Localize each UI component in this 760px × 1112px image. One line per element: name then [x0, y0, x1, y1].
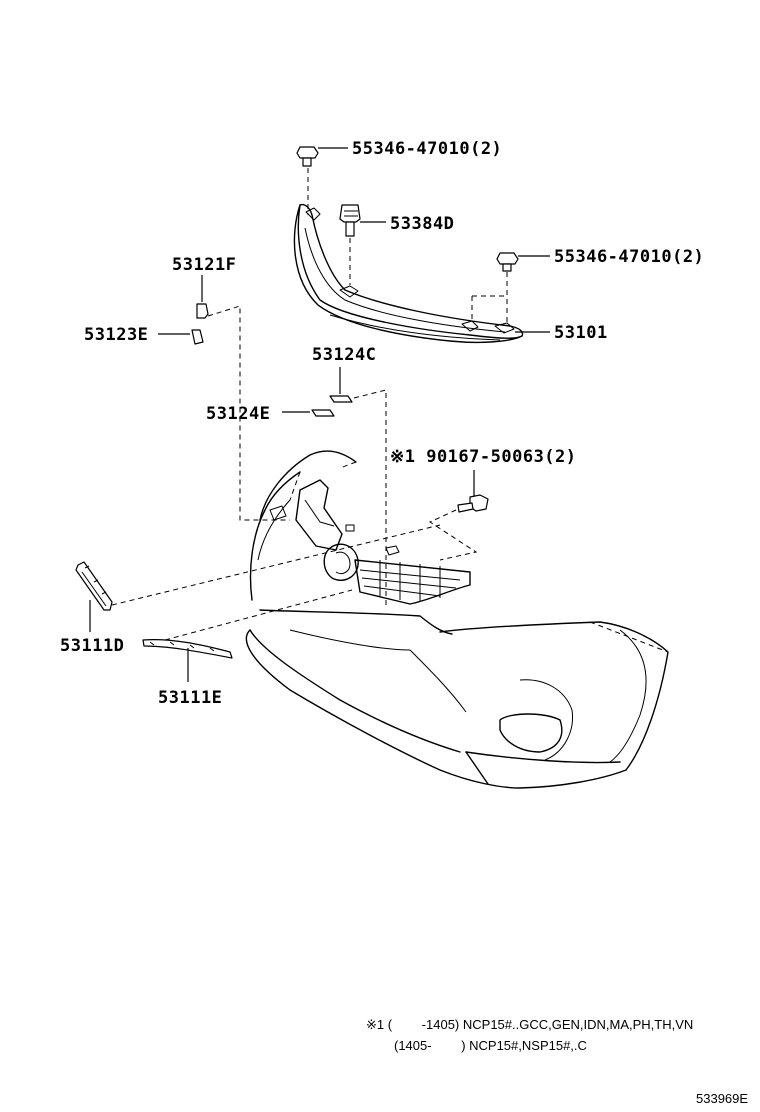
part-label-55346-47010-top: 55346-47010(2)	[352, 139, 502, 159]
diagram-reference: 533969E	[696, 1091, 748, 1106]
applicability-note-1: ※1 ( -1405) NCP15#..GCC,GEN,IDN,MA,PH,TH…	[366, 1017, 693, 1032]
clip-icon	[496, 252, 519, 272]
part-label-53123E: 53123E	[84, 325, 148, 345]
part-label-53121F: 53121F	[172, 255, 236, 275]
part-label-53111E: 53111E	[158, 688, 222, 708]
front-bumper-cover	[245, 450, 669, 789]
upper-molding-53101	[293, 203, 524, 344]
bracket-icon	[191, 303, 209, 345]
part-label-55346-47010-right: 55346-47010(2)	[554, 247, 704, 267]
clip-icon	[296, 146, 319, 167]
part-label-53101: 53101	[554, 323, 608, 343]
part-label-53384D: 53384D	[390, 214, 454, 234]
part-label-53111D: 53111D	[60, 636, 124, 656]
bolt-icon	[457, 494, 489, 513]
part-label-53124E: 53124E	[206, 404, 270, 424]
side-molding-53111D	[75, 561, 113, 611]
part-label-53124C: 53124C	[312, 345, 376, 365]
fastener-icon	[339, 204, 361, 237]
applicability-note-2: (1405- ) NCP15#,NSP15#,.C	[394, 1038, 587, 1053]
part-label-90167-50063: ※1 90167-50063(2)	[390, 447, 577, 467]
